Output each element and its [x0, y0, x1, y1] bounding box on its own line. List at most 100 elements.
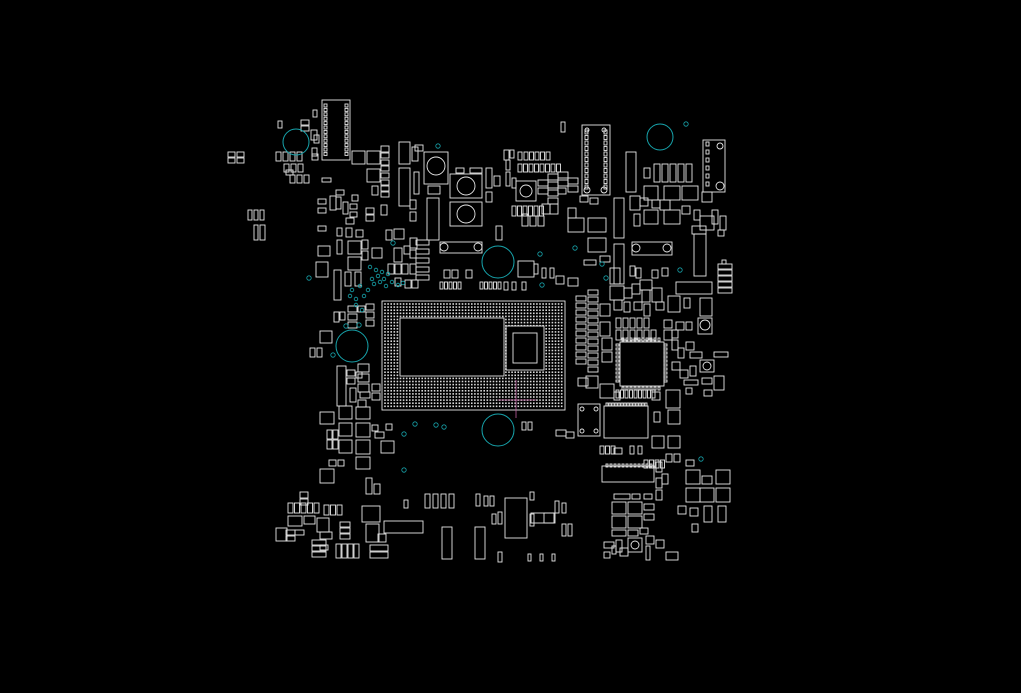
bga-ball: [424, 396, 427, 398]
bga-ball: [458, 383, 461, 386]
bga-ball: [477, 306, 479, 308]
component-outlines[interactable]: [227, 99, 733, 563]
bga-ball: [489, 399, 492, 401]
component-outline: [357, 373, 370, 383]
component-outline: [537, 187, 549, 195]
smd-part: [275, 151, 282, 162]
smd-part: [657, 337, 661, 342]
bga-ball: [486, 393, 489, 395]
bga-ball: [480, 405, 482, 408]
via: [357, 283, 363, 289]
smd-part: [641, 402, 645, 407]
pad-circle: [473, 242, 483, 252]
bga-ball: [474, 393, 476, 395]
smd-part: [584, 140, 589, 146]
pad-circle: [579, 406, 585, 412]
bga-ball: [409, 393, 411, 395]
bga-ball: [440, 386, 442, 389]
bga-ball: [529, 396, 532, 398]
bga-ball: [399, 402, 402, 404]
component-outline: [631, 493, 641, 500]
bga-ball: [545, 405, 547, 408]
smd-part: [523, 163, 528, 173]
smd-part: [645, 463, 649, 468]
bga-ball: [443, 309, 445, 311]
smd-part: [344, 134, 349, 139]
smd-part: [282, 151, 289, 162]
smd-part: [599, 445, 605, 455]
bga-ball: [399, 396, 402, 398]
bga-ball: [409, 312, 411, 315]
bga-ball: [474, 402, 476, 404]
bga-ball: [514, 402, 516, 404]
smd-part: [663, 343, 668, 347]
component-outline: [409, 211, 417, 222]
bga-ball: [533, 390, 535, 392]
bga-ball: [433, 306, 436, 308]
bga-ball: [384, 334, 386, 336]
bga-ball: [548, 405, 551, 408]
bga-ball: [424, 377, 427, 380]
component-outline: [651, 287, 663, 303]
smd-part: [584, 135, 589, 140]
bga-ball: [424, 402, 427, 404]
smd-part: [663, 375, 668, 379]
bga-ball: [455, 396, 458, 398]
bga-ball: [483, 386, 485, 389]
component-outline: [326, 429, 333, 440]
bga-ball: [529, 309, 532, 311]
component-outline: [599, 321, 611, 337]
bga-ball: [474, 390, 476, 392]
bga-ball: [554, 343, 557, 346]
smd-part: [629, 389, 633, 399]
via: [395, 282, 401, 288]
bga-ball: [486, 303, 489, 305]
bga-ball: [464, 306, 467, 308]
bga-ball: [461, 377, 464, 380]
bga-ball: [514, 315, 516, 318]
bga-ball: [384, 390, 386, 392]
component-outline: [332, 439, 339, 450]
bga-ball: [393, 349, 396, 352]
component-outline: [357, 383, 370, 393]
bga-ball: [418, 309, 420, 311]
bga-ball: [542, 390, 544, 392]
smd-part: [344, 112, 349, 117]
component-outline: [689, 351, 703, 359]
bga-ball: [536, 318, 538, 321]
bga-ball: [554, 368, 557, 370]
bga-ball: [424, 309, 427, 311]
bga-ball: [560, 371, 563, 373]
bga-ball: [480, 303, 482, 305]
bga-ball: [489, 405, 492, 408]
smd-part: [705, 149, 710, 155]
bga-ball: [412, 315, 414, 318]
bga-ball: [390, 365, 392, 367]
bga-ball: [449, 405, 451, 408]
smd-part: [611, 402, 615, 407]
bga-chip-footprint[interactable]: [381, 300, 566, 418]
bga-ball: [520, 318, 523, 321]
bga-ball: [393, 386, 396, 389]
smd-part: [642, 389, 647, 399]
bga-ball: [495, 383, 498, 386]
via: [375, 273, 381, 279]
bga-ball: [446, 393, 448, 395]
smd-part: [653, 386, 657, 391]
component-outline: [371, 383, 381, 392]
bga-ball: [396, 390, 399, 392]
bga-ball: [467, 380, 470, 383]
bga-ball: [520, 380, 523, 383]
bga-ball: [545, 371, 547, 373]
bga-ball: [433, 303, 436, 305]
bga-ball: [551, 386, 554, 389]
bga-ball: [526, 306, 529, 308]
bga-ball: [409, 315, 411, 318]
bga-ball: [523, 386, 526, 389]
smd-part: [629, 329, 636, 341]
bga-ball: [387, 377, 389, 380]
bga-ball: [554, 306, 557, 308]
bga-ball: [551, 402, 554, 404]
component-outline: [623, 287, 633, 299]
